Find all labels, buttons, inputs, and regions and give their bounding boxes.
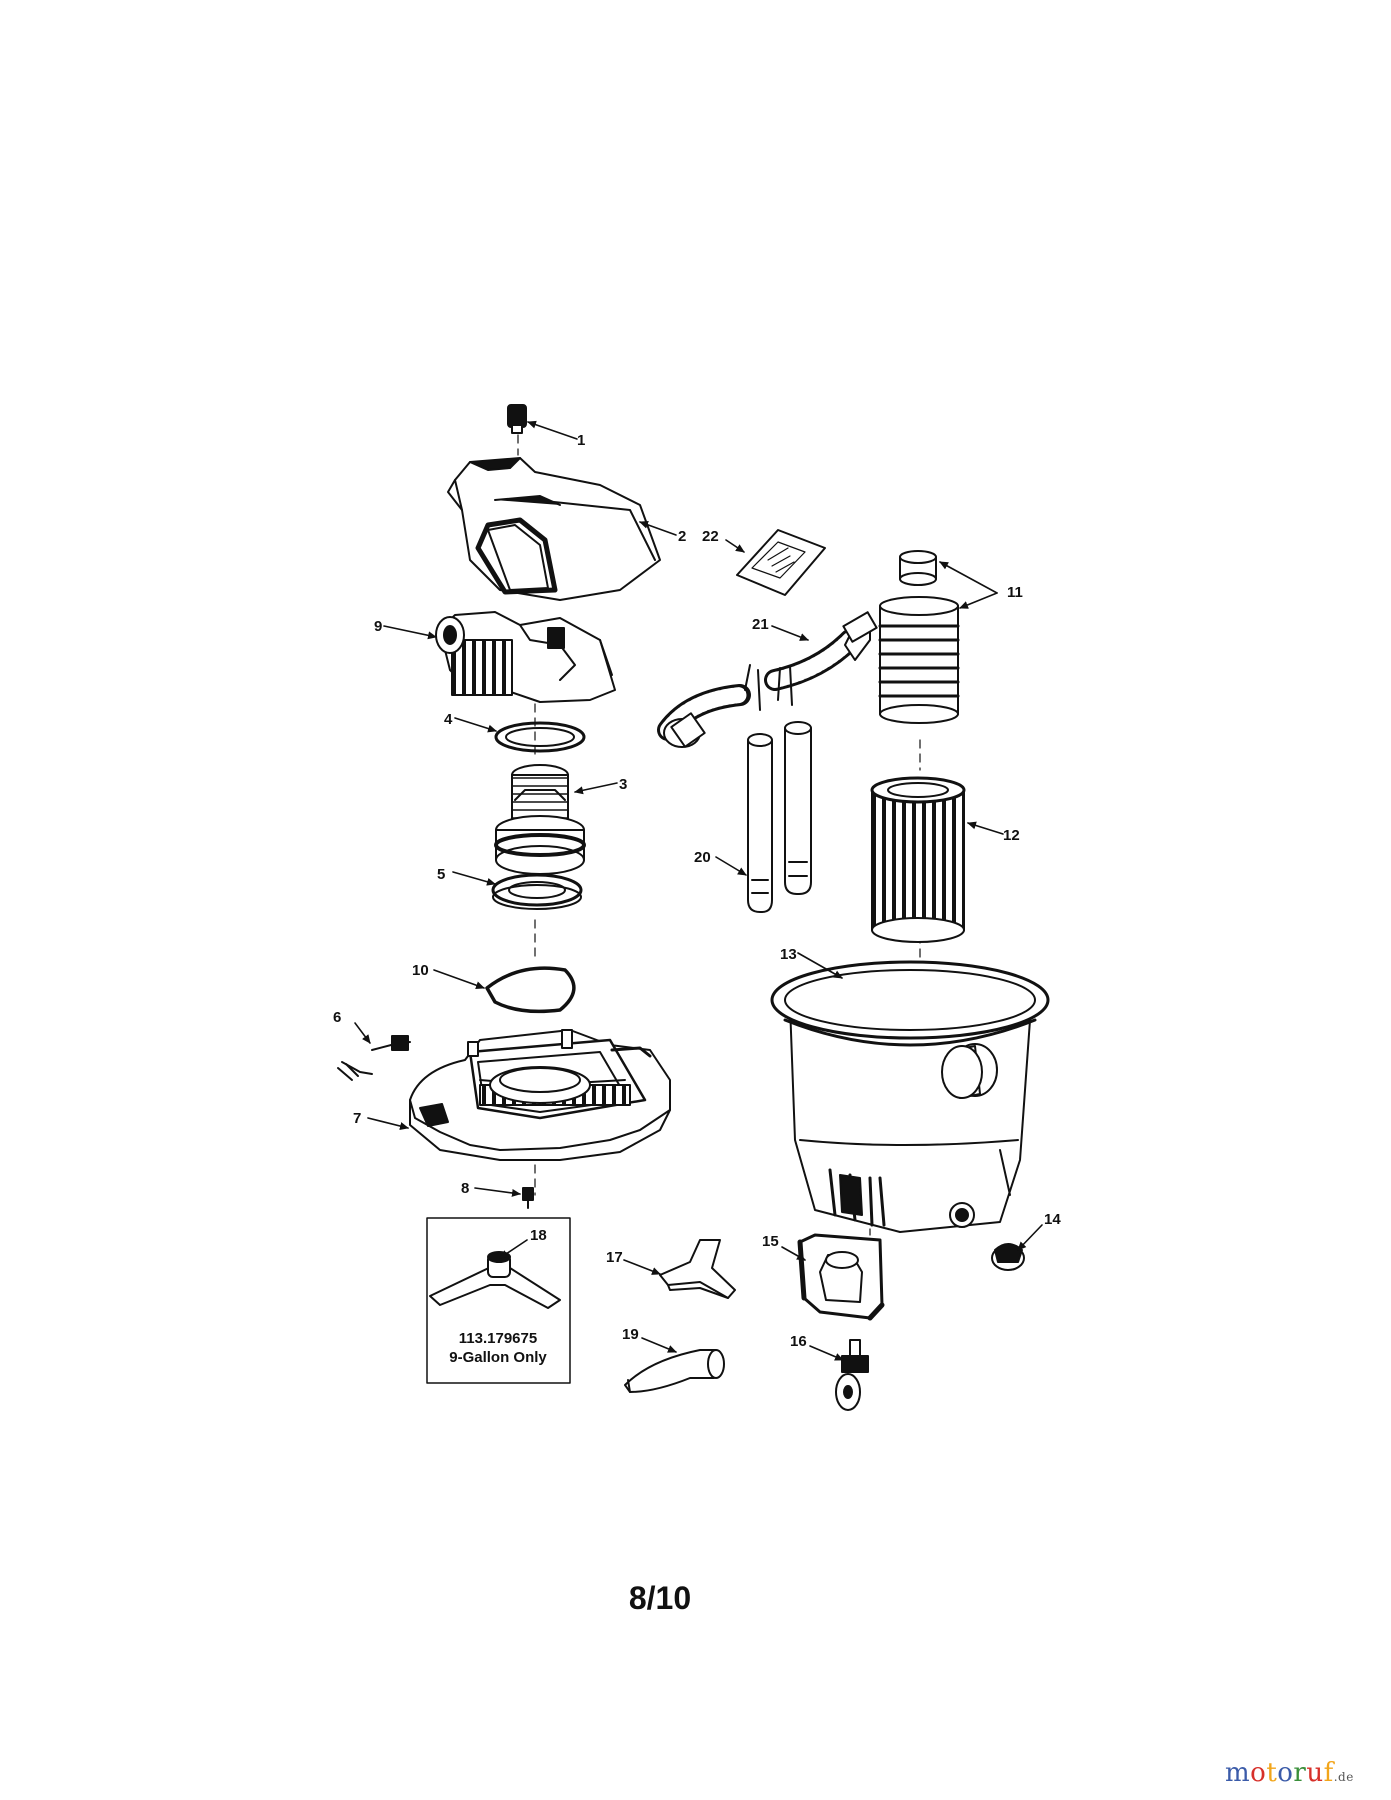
watermark-letter: o xyxy=(1277,1758,1294,1788)
inset-model-number: 113.179675 xyxy=(459,1330,537,1347)
motor-cover-part xyxy=(447,457,661,601)
manual-part xyxy=(736,529,826,596)
part-number-labels: 1 2 3 4 5 6 7 8 9 10 11 12 13 14 15 16 1… xyxy=(333,432,1061,1350)
part-label-11: 11 xyxy=(1007,584,1023,601)
gasket-4-part xyxy=(494,721,586,753)
leader-arrows xyxy=(354,420,1043,1361)
gasket-10-part xyxy=(485,966,576,1014)
part-label-7: 7 xyxy=(353,1110,361,1127)
watermark-letter: t xyxy=(1266,1758,1278,1788)
part-label-16: 16 xyxy=(790,1333,807,1350)
part-label-18: 18 xyxy=(530,1227,547,1244)
page-number: 8/10 xyxy=(628,1580,692,1616)
crevice-tool-part xyxy=(624,1349,725,1393)
part-label-3: 3 xyxy=(619,776,627,793)
screw-part xyxy=(522,1187,534,1209)
watermark-tld: .de xyxy=(1333,1770,1354,1784)
part-label-15: 15 xyxy=(762,1233,779,1250)
power-cord-part xyxy=(337,1035,411,1081)
caster-foot-part xyxy=(797,1233,885,1321)
inset-note: 9-Gallon Only xyxy=(449,1349,547,1366)
part-label-12: 12 xyxy=(1003,827,1020,844)
watermark-letter: m xyxy=(1225,1758,1251,1788)
caster-part xyxy=(835,1339,869,1411)
filter-cage-part xyxy=(878,550,960,724)
filter-part xyxy=(870,776,966,943)
utility-nozzle-part xyxy=(659,1239,736,1299)
lid-part xyxy=(409,1029,671,1161)
part-label-17: 17 xyxy=(606,1249,623,1266)
part-label-19: 19 xyxy=(622,1326,639,1343)
part-label-22: 22 xyxy=(702,528,719,545)
watermark-letter: u xyxy=(1306,1758,1324,1788)
part-label-8: 8 xyxy=(461,1180,469,1197)
motor-part xyxy=(494,764,586,875)
switch-part xyxy=(507,404,527,434)
watermark-letter: r xyxy=(1293,1758,1307,1788)
part-label-6: 6 xyxy=(333,1009,341,1026)
part-label-13: 13 xyxy=(780,946,797,963)
gasket-5-part xyxy=(491,873,583,910)
part-label-2: 2 xyxy=(678,528,686,545)
motor-housing-part xyxy=(435,611,616,703)
part-label-4: 4 xyxy=(444,711,453,728)
part-label-9: 9 xyxy=(374,618,382,635)
part-label-1: 1 xyxy=(577,432,585,449)
part-label-21: 21 xyxy=(752,616,769,633)
extension-wands-part xyxy=(747,721,812,913)
part-label-10: 10 xyxy=(412,962,429,979)
watermark-letter: o xyxy=(1250,1758,1267,1788)
hose-part xyxy=(657,611,878,748)
part-label-20: 20 xyxy=(694,849,711,866)
floor-nozzle-inset xyxy=(426,1217,571,1384)
watermark-letter: f xyxy=(1323,1758,1334,1788)
watermark-logo: motoruf.de xyxy=(1225,1758,1354,1788)
drum-part xyxy=(770,960,1050,1233)
part-label-14: 14 xyxy=(1044,1211,1061,1228)
part-label-5: 5 xyxy=(437,866,445,883)
drain-cap-part xyxy=(991,1243,1025,1271)
